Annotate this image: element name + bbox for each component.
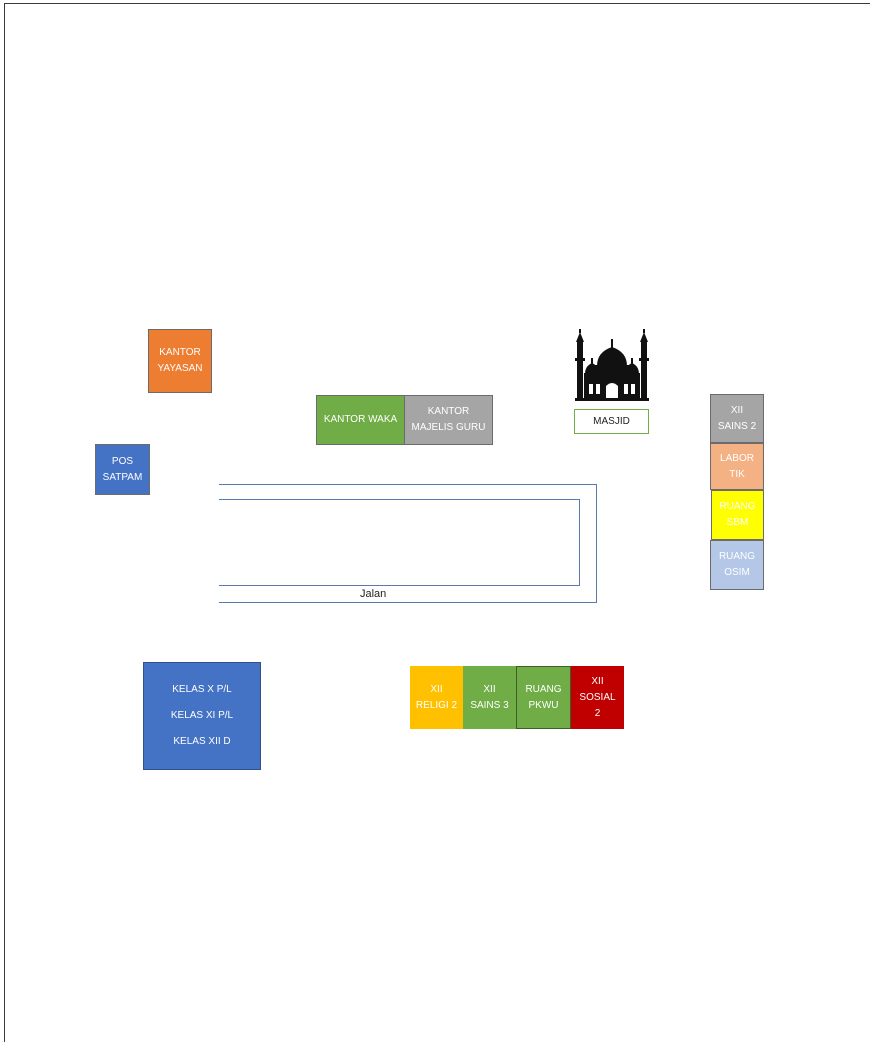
kelas-x-label: KELAS X P/L	[172, 684, 232, 695]
pos-satpam-label: POS SATPAM	[102, 455, 143, 483]
ruang-sbm-label: RUANG SBM	[719, 501, 756, 528]
labor-tik-label: LABOR TIK	[720, 452, 754, 480]
masjid-label: MASJID	[593, 416, 630, 427]
ruang-pkwu-building: RUANG PKWU	[516, 666, 571, 729]
road-outer-border	[219, 484, 597, 603]
xii-sains-2-building: XII SAINS 2	[710, 394, 764, 443]
pos-satpam-building: POS SATPAM	[95, 444, 150, 495]
xii-religi-2-building: XII RELIGI 2	[410, 666, 463, 729]
ruang-osim-label: RUANG OSIM	[718, 551, 756, 578]
kelas-xi-label: KELAS XI P/L	[170, 710, 234, 721]
masjid-label-box: MASJID	[574, 409, 649, 434]
road-label: Jalan	[360, 588, 387, 600]
page-frame	[4, 3, 870, 1042]
kantor-yayasan-label: KANTOR YAYASAN	[157, 347, 203, 374]
xii-sains-3-building: XII SAINS 3	[463, 666, 516, 729]
xii-sains-3-label: XII SAINS 3	[470, 683, 509, 711]
labor-tik-building: LABOR TIK	[710, 443, 764, 490]
xii-sosial-2-label: XII SOSIAL 2	[579, 675, 616, 719]
xii-religi-2-label: XII RELIGI 2	[415, 683, 458, 711]
ruang-pkwu-label: RUANG PKWU	[525, 683, 562, 711]
kelas-xii-label: KELAS XII D	[173, 736, 231, 747]
kantor-yayasan-building: KANTOR YAYASAN	[148, 329, 212, 393]
kelas-block-building: KELAS X P/L KELAS XI P/L KELAS XII D	[143, 662, 261, 770]
kantor-majelis-guru-building: KANTOR MAJELIS GURU	[404, 395, 493, 445]
kantor-waka-label: KANTOR WAKA	[323, 414, 398, 425]
ruang-sbm-building: RUANG SBM	[711, 490, 764, 540]
kantor-majelis-guru-label: KANTOR MAJELIS GURU	[411, 406, 486, 433]
road-inner-border	[219, 499, 580, 586]
xii-sains-2-label: XII SAINS 2	[717, 404, 757, 432]
ruang-osim-building: RUANG OSIM	[710, 540, 764, 590]
mosque-icon	[575, 329, 649, 401]
xii-sosial-2-building: XII SOSIAL 2	[571, 666, 624, 729]
kantor-waka-building: KANTOR WAKA	[316, 395, 405, 445]
